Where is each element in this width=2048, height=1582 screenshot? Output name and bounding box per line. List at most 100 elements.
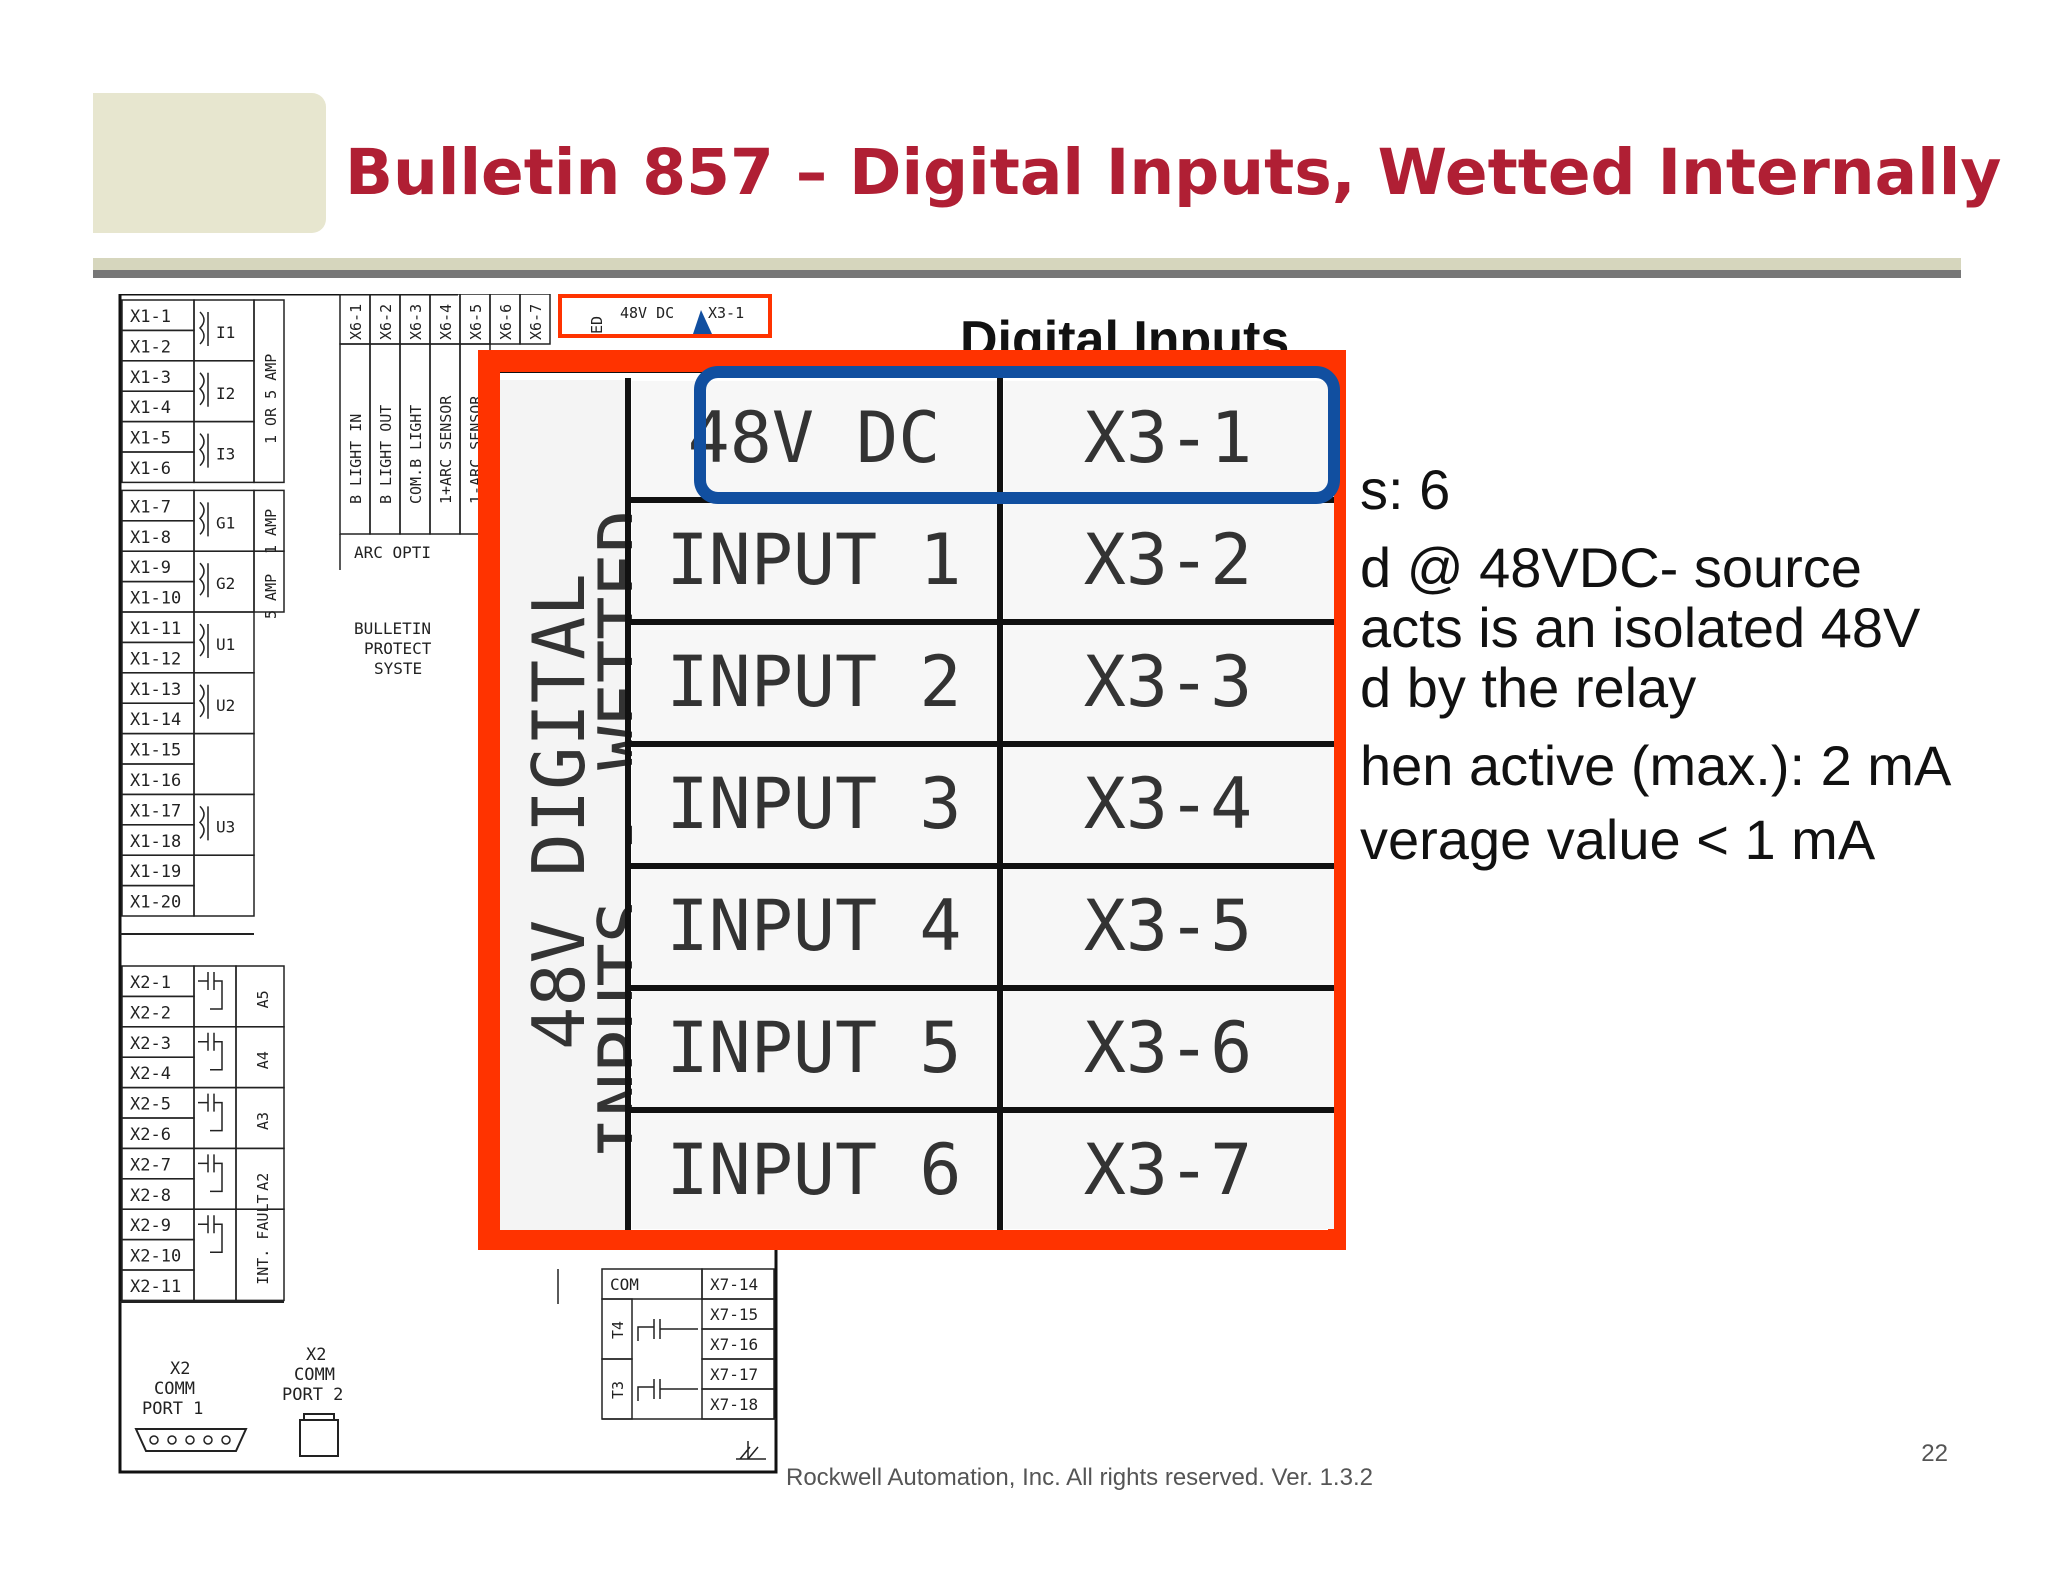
relay-contact-icon — [198, 1032, 223, 1071]
x1-terminal-label: X1-6 — [130, 459, 171, 479]
relay-contact-box — [193, 965, 237, 1028]
first-row-highlight — [694, 366, 1340, 504]
bullet-6: verage value < 1 mA — [1360, 808, 1876, 871]
top-side-label: ED — [588, 316, 606, 334]
db9-connector-icon — [134, 1428, 248, 1452]
x1-group-label: U3 — [216, 817, 235, 836]
relay-contact-box — [193, 1208, 237, 1302]
x1-group-label: G1 — [216, 513, 235, 532]
zoom-row-terminal-bg — [1004, 503, 1334, 619]
zoom-row-terminal: X3-5 — [1084, 885, 1253, 967]
x6-signal-label: COM.B LIGHT — [407, 405, 425, 504]
zoom-row-label-bg — [632, 991, 997, 1107]
zoom-row-terminal-bg — [1004, 381, 1334, 497]
x2-terminal-label: X2-5 — [130, 1095, 171, 1115]
zoom-row-terminal-bg — [1004, 991, 1334, 1107]
zoom-row-terminal: X3-7 — [1084, 1129, 1253, 1211]
zoom-row-terminal: X3-1 — [1084, 397, 1253, 479]
amp-label-2: 1 AMP — [262, 509, 280, 554]
zoom-drawing: 48V DIGITALINPUTS - WETTED48V DCX3-1INPU… — [478, 350, 1346, 1250]
x1-terminal-label: X1-16 — [130, 771, 181, 791]
bullet-3: acts is an isolated 48V — [1360, 596, 1921, 659]
title-rule-dark — [93, 270, 1961, 278]
x6-terminal-label: X6-3 — [407, 304, 425, 340]
x6-signal-label: 1+ARC SENSOR — [437, 395, 455, 504]
x1-terminal-label: X1-1 — [130, 307, 171, 327]
x1-terminal-label: X1-19 — [130, 862, 181, 882]
amp-label-3: 5 AMP — [262, 574, 280, 619]
zoom-row-terminal: X3-6 — [1084, 1007, 1253, 1089]
amp-box — [253, 299, 285, 484]
relay-contact-box — [193, 1026, 237, 1089]
x1-terminal-label: X1-10 — [130, 589, 181, 609]
db9-pin — [203, 1435, 213, 1445]
x1-terminal-label: X1-20 — [130, 893, 181, 913]
x7-terminal-label: X7-14 — [710, 1275, 758, 1294]
x7-terminal-label: X7-18 — [710, 1395, 758, 1414]
x7-contact-icon — [637, 1379, 698, 1401]
bulletin-label-line: PROTECT — [364, 639, 432, 658]
zoom-row-terminal-bg — [1004, 747, 1334, 863]
zoom-row-label-bg — [632, 869, 997, 985]
zoom-row-terminal-bg — [1004, 625, 1334, 741]
db9-pin — [221, 1435, 231, 1445]
ct-symbol-icon — [198, 501, 209, 537]
x1-group-label: I1 — [216, 323, 235, 342]
zoom-row-terminal: X3-2 — [1084, 519, 1253, 601]
zoom-row-label: INPUT 6 — [666, 1129, 961, 1211]
relay-label-box — [235, 1208, 285, 1302]
pointer-arrow-icon — [693, 310, 712, 334]
x1-terminal-label: X1-13 — [130, 680, 181, 700]
x1-empty-group — [193, 854, 255, 917]
x6-terminal-label: X6-7 — [527, 304, 545, 340]
relay-contact-icon — [198, 972, 223, 1010]
zoom-row-label-bg — [632, 625, 997, 741]
x1-terminal-label: X1-14 — [130, 710, 181, 730]
x2-terminal-label: X2-3 — [130, 1034, 171, 1054]
title-rule-light — [93, 258, 1961, 270]
rj-connector-icon — [299, 1413, 339, 1457]
relay-label: A3 — [254, 1112, 272, 1130]
bullet-4: d by the relay — [1360, 656, 1697, 719]
x6-signal-label: B LIGHT OUT — [377, 405, 395, 504]
relay-contact-box — [193, 1147, 237, 1210]
zoom-row-terminal-bg — [1004, 869, 1334, 985]
bullet-2: d @ 48VDC- source — [1360, 536, 1862, 599]
x6-signal-label: B LIGHT IN — [347, 414, 365, 504]
x2-terminal-label: X2-6 — [130, 1125, 171, 1145]
x1-terminal-label: X1-8 — [130, 528, 171, 548]
ct-symbol-icon — [198, 372, 209, 407]
x1-terminal-label: X1-17 — [130, 801, 181, 821]
zoom-row-label: INPUT 4 — [666, 885, 961, 967]
relay-contact-icon — [198, 1093, 223, 1132]
amp-label-1: 1 OR 5 AMP — [262, 354, 280, 444]
x2-terminal-label: X2-2 — [130, 1003, 171, 1023]
bulletin-label-line: SYSTE — [374, 659, 422, 678]
copyright-text: Rockwell Automation, Inc. All rights res… — [786, 1464, 1373, 1491]
x1-group-label: I2 — [216, 384, 235, 403]
relay-contact-box — [193, 1086, 237, 1150]
x1-terminal-label: X1-7 — [130, 497, 171, 517]
comm-port-1-label: X2 — [170, 1359, 190, 1379]
db9-pin — [185, 1435, 195, 1445]
zoom-row-terminal-bg — [1004, 1113, 1334, 1229]
terminal-schematic: X1-1X1-2X1-3X1-4X1-5X1-6X1-7X1-8X1-9X1-1… — [118, 294, 778, 1474]
bullet-1: s: 6 — [1360, 458, 1451, 521]
x2-terminal-label: X2-1 — [130, 973, 171, 993]
relay-label: A4 — [254, 1051, 272, 1069]
slide-title: Bulletin 857 – Digital Inputs, Wetted In… — [345, 136, 2002, 209]
x1-empty-group — [193, 732, 255, 796]
relay-label: A5 — [254, 990, 272, 1008]
x6-terminal-label: X6-4 — [437, 304, 455, 340]
x1-group-label: G2 — [216, 574, 235, 593]
ground-icon — [736, 1441, 766, 1460]
relay-contact-icon — [198, 1154, 223, 1193]
relay-label: A2 — [254, 1173, 272, 1191]
ct-symbol-icon — [198, 433, 209, 468]
x1-terminal-label: X1-18 — [130, 832, 181, 852]
x7-terminal-label: X7-16 — [710, 1335, 758, 1354]
zoom-row-label: INPUT 2 — [666, 641, 961, 723]
zoom-row-terminal: X3-3 — [1084, 641, 1253, 723]
x1-terminal-label: X1-3 — [130, 368, 171, 388]
